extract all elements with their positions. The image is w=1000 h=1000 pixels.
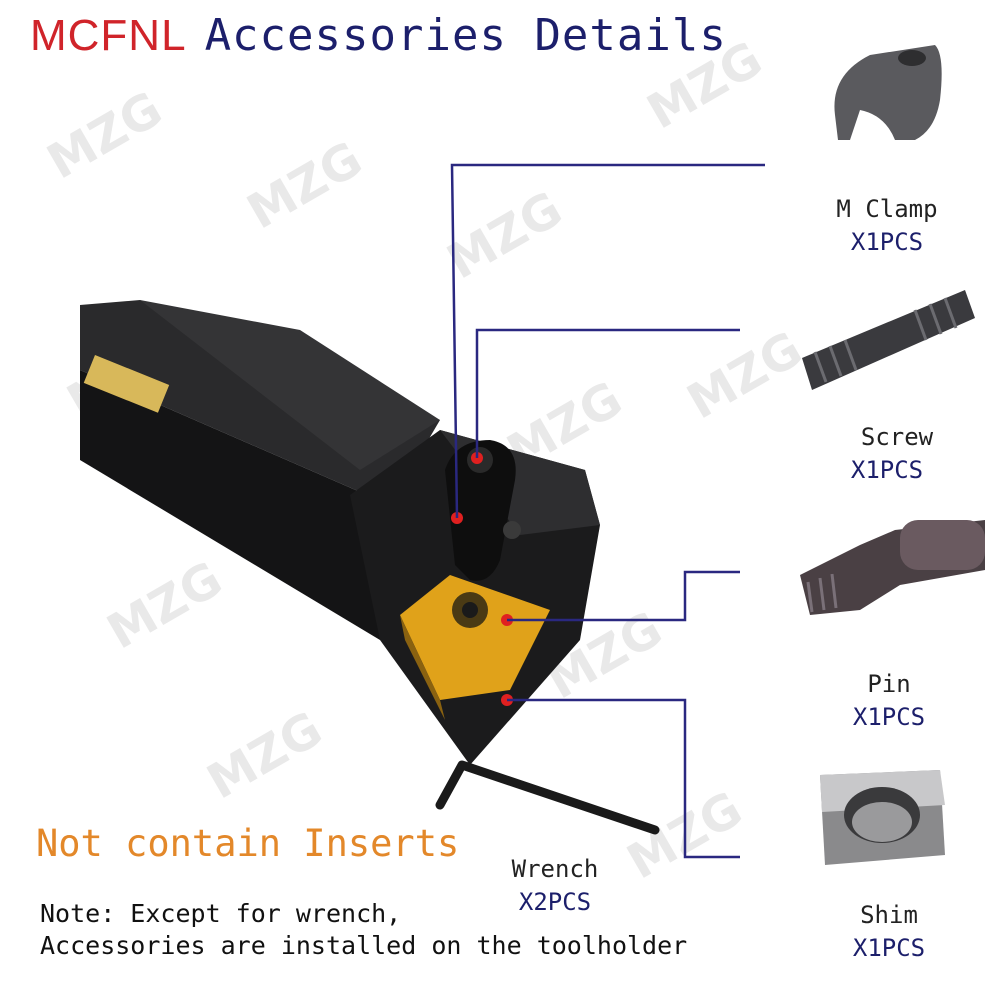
title-text: Accessories Details — [204, 10, 727, 61]
pin-image — [800, 520, 985, 615]
shim-qty: X1PCS — [852, 934, 926, 962]
screw-label: Screw — [860, 423, 934, 451]
screw-image — [802, 290, 975, 390]
note-line-1: Note: Except for wrench, — [40, 899, 402, 928]
wrench-image — [435, 760, 660, 835]
note-line-2: Accessories are installed on the toolhol… — [40, 931, 688, 960]
m-clamp-qty: X1PCS — [850, 228, 924, 256]
leader-line-screw — [475, 328, 740, 458]
shim-label: Shim — [860, 901, 918, 929]
page-title: MCFNL Accessories Details — [30, 10, 727, 61]
wrench-qty: X2PCS — [518, 888, 592, 916]
wrench-label: Wrench — [511, 855, 599, 883]
label-sticker — [83, 355, 170, 413]
leader-line-pin — [507, 570, 740, 622]
pin-label: Pin — [867, 670, 911, 698]
leader-line-clamp — [450, 163, 765, 519]
toolholder-body — [80, 300, 600, 765]
pin-qty: X1PCS — [852, 703, 926, 731]
leader-line-shim — [507, 698, 740, 859]
note-text: Note: Except for wrench, Accessories are… — [40, 898, 687, 962]
no-inserts-notice: Not contain Inserts — [36, 822, 460, 865]
screw-qty: X1PCS — [850, 456, 924, 484]
m-clamp-image — [834, 45, 942, 140]
m-clamp-label: M Clamp — [836, 195, 938, 223]
insert-on-holder — [400, 575, 550, 720]
shim-image — [820, 770, 945, 865]
title-brand: MCFNL — [30, 11, 187, 60]
